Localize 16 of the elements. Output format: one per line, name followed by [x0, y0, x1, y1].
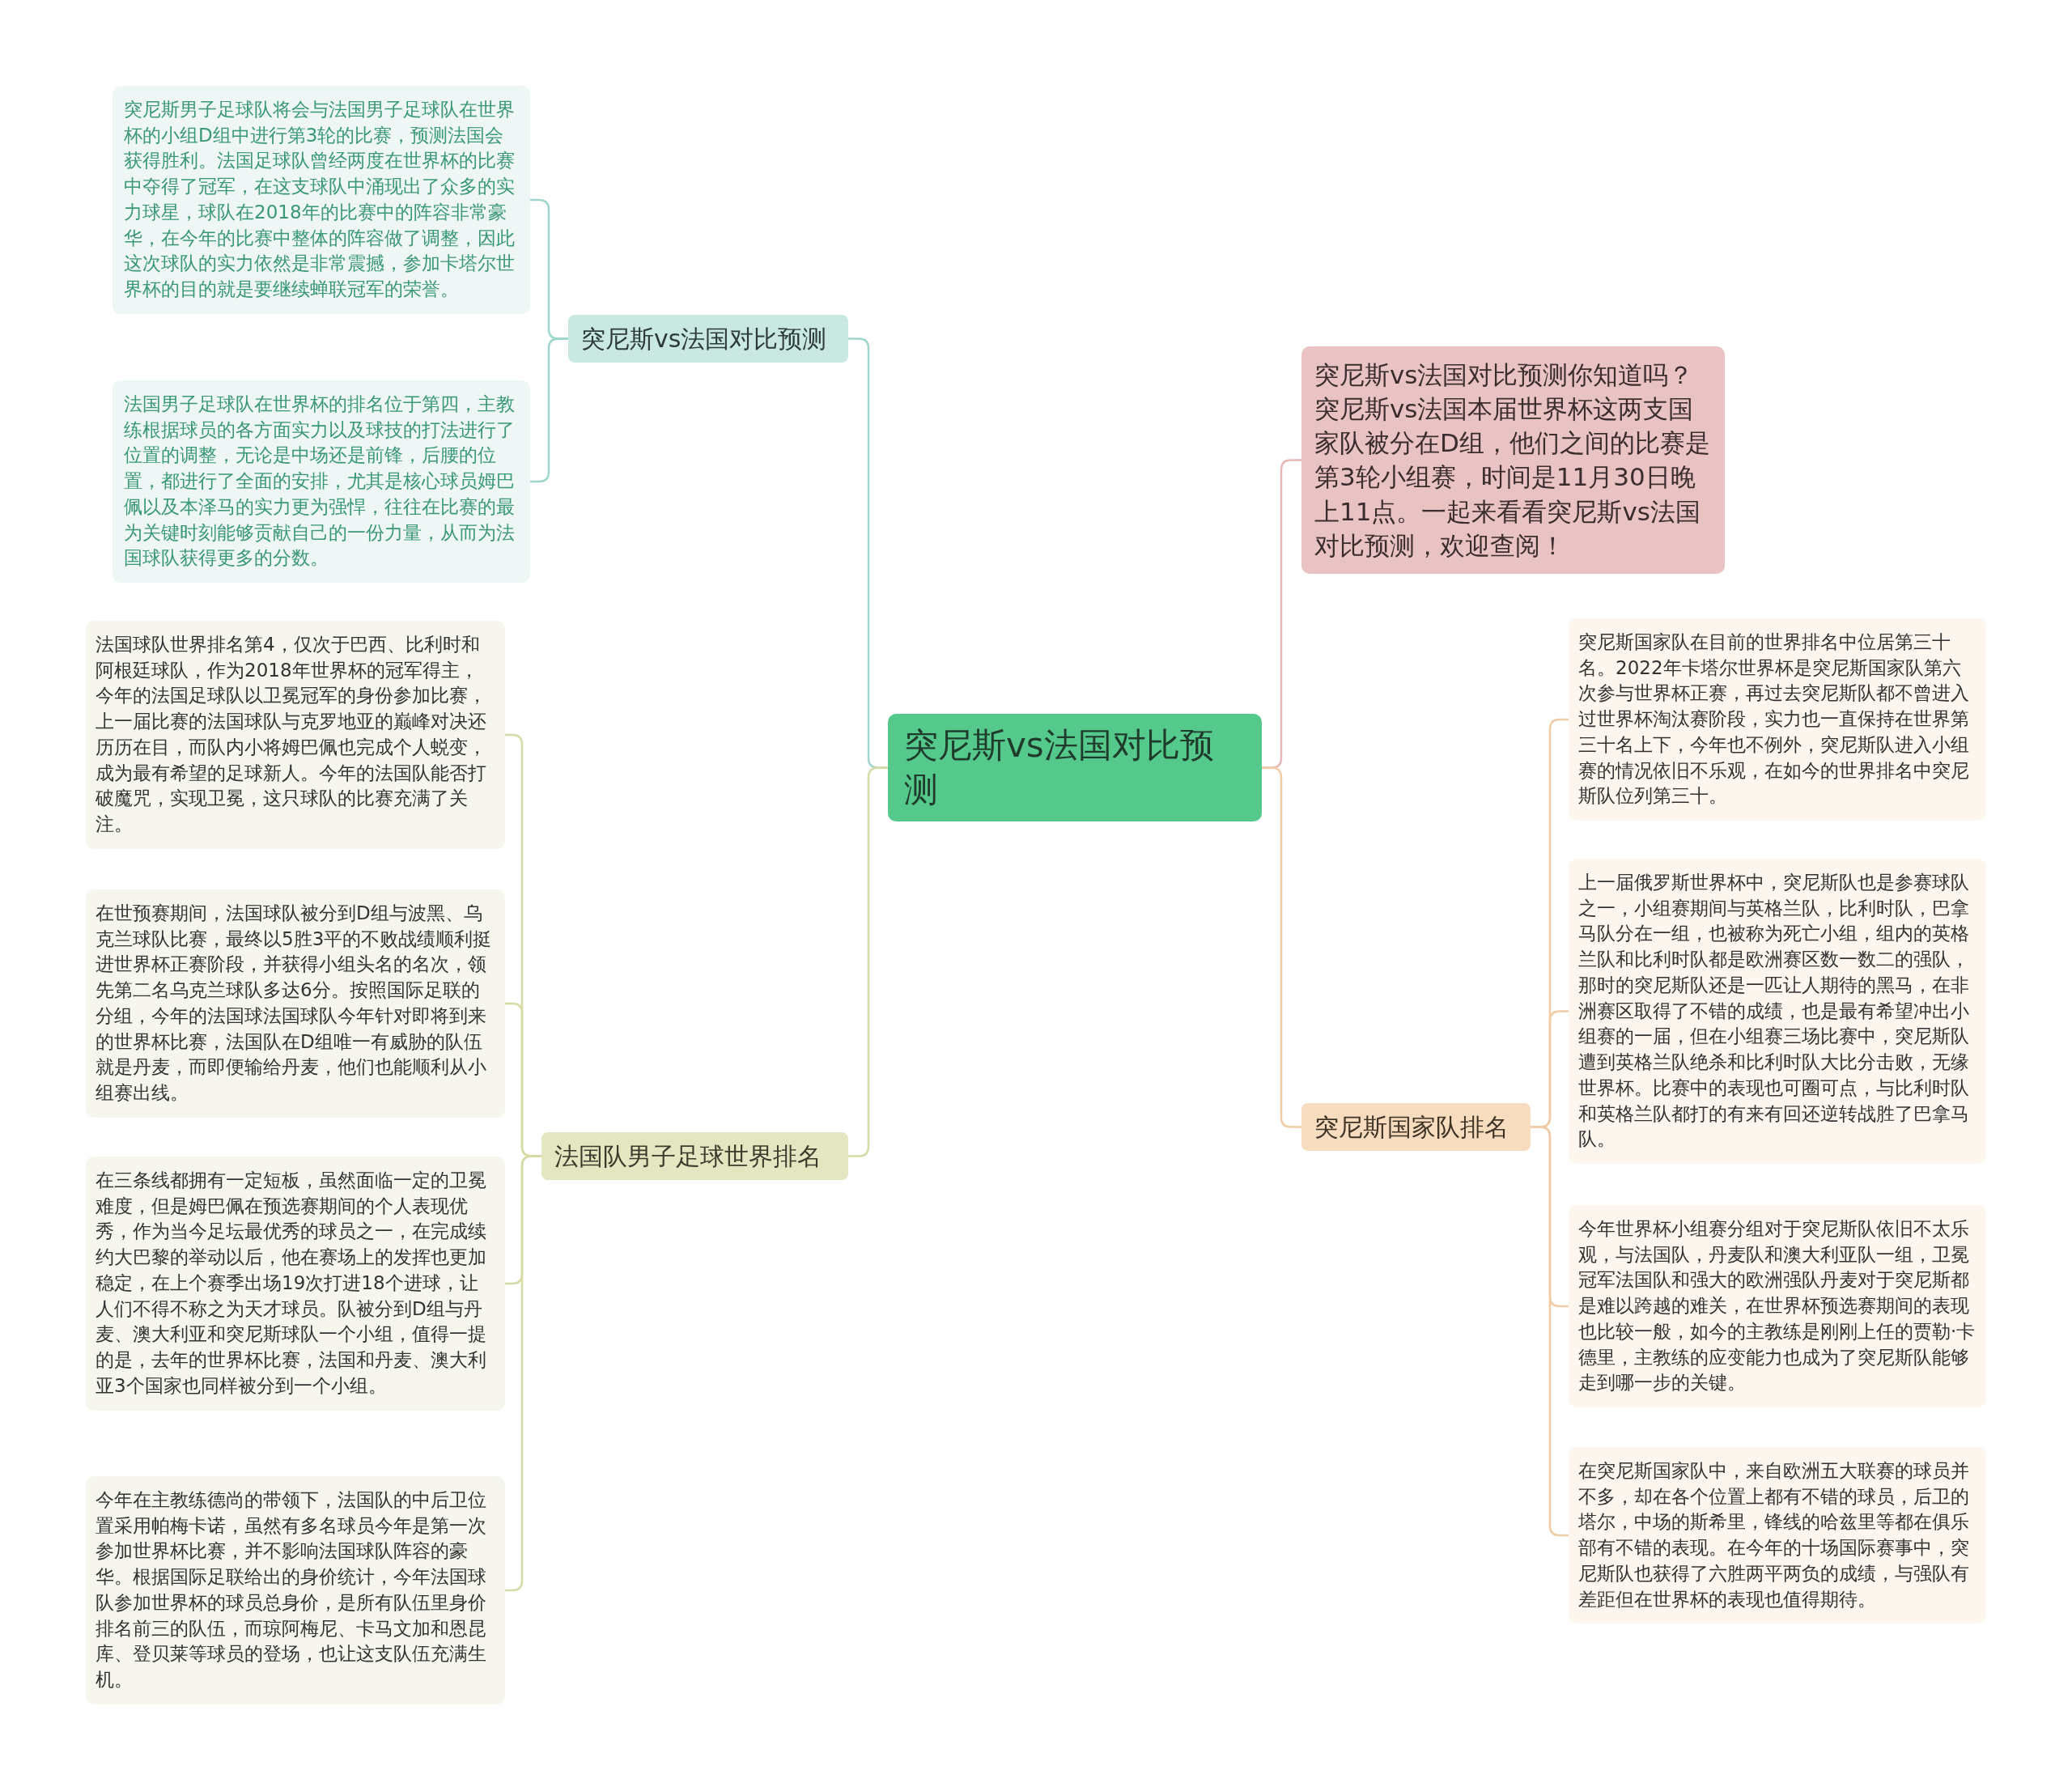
detail-note: 突尼斯国家队在目前的世界排名中位居第三十名。2022年卡塔尔世界杯是突尼斯国家队第六次参与世界杯正赛，再过去突尼斯队都不曾进入过世界杯淘汰赛阶段，实力也一直保持在世界第三十名上下，今年也不例外，突尼斯队进入小组赛的情况依旧不乐观，在如今的世界排名中突尼斯队位列第三十。 [1569, 618, 1986, 821]
detail-note: 在三条线都拥有一定短板，虽然面临一定的卫冕难度，但是姆巴佩在预选赛期间的个人表现优秀，作为当今足坛最优秀的球员之一，在完成续约大巴黎的举动以后，他在赛场上的发挥也更加稳定，在上个赛季出场19次打进18个进球，让人们不得不称之为天才球员。队被分到D组与丹麦、澳大利亚和突尼斯球队一个小组，值得一提的是，去年的世界杯比赛，法国和丹麦、澳大利亚3个国家也同样被分到一个小组。 [86, 1157, 505, 1411]
detail-note: 今年世界杯小组赛分组对于突尼斯队依旧不太乐观，与法国队，丹麦队和澳大利亚队一组，卫冕冠军法国队和强大的欧洲强队丹麦对于突尼斯都是难以跨越的难关，在世界杯预选赛期间的表现也比较一般，如今的主教练是刚刚上任的贾勒·卡德里，主教练的应变能力也成为了突尼斯队能够走到哪一步的关键。 [1569, 1205, 1986, 1408]
branch-topic: 突尼斯vs法国对比预测 [568, 315, 848, 363]
detail-note: 上一届俄罗斯世界杯中，突尼斯队也是参赛球队之一，小组赛期间与英格兰队，比利时队，巴拿马队分在一组，也被称为死亡小组，组内的英格兰队和比利时队都是欧洲赛区数一数二的强队，那时的突尼斯队还是一匹让人期待的黑马，在非洲赛区取得了不错的成绩，也是最有希望冲出小组赛的一届，但在小组赛三场比赛中，突尼斯队遭到英格兰队绝杀和比利时队大比分击败，无缘世界杯。比赛中的表现也可圈可点，与比利时队和英格兰队都打的有来有回还逆转战胜了巴拿马队。 [1569, 859, 1986, 1165]
detail-note: 法国球队世界排名第4，仅次于巴西、比利时和阿根廷球队，作为2018年世界杯的冠军得主，今年的法国足球队以卫冕冠军的身份参加比赛，上一届比赛的法国球队与克罗地亚的巅峰对决还历历在目，而队内小将姆巴佩也完成个人蜕变，成为最有希望的足球新人。今年的法国队能否打破魔咒，实现卫冕，这只球队的比赛充满了关注。 [86, 621, 505, 849]
detail-note: 今年在主教练德尚的带领下，法国队的中后卫位置采用帕梅卡诺，虽然有多名球员今年是第一次参加世界杯比赛，并不影响法国球队阵容的豪华。根据国际足联给出的身价统计，今年法国球队参加世界杯的球员总身价，是所有队伍里身价排名前三的队伍，而琼阿梅尼、卡马文加和恩昆库、登贝莱等球员的登场，也让这支队伍充满生机。 [86, 1476, 505, 1704]
branch-topic: 法国队男子足球世界排名 [541, 1132, 848, 1180]
intro-note: 突尼斯vs法国对比预测你知道吗？突尼斯vs法国本届世界杯这两支国家队被分在D组，他们之间的比赛是第3轮小组赛，时间是11月30日晚上11点。一起来看看突尼斯vs法国对比预测，欢迎查阅！ [1301, 346, 1725, 574]
detail-note: 在世预赛期间，法国球队被分到D组与波黑、乌克兰球队比赛，最终以5胜3平的不败战绩顺利挺进世界杯正赛阶段，并获得小组头名的名次，领先第二名乌克兰球队多达6分。按照国际足联的分组，今年的法国球法国球队今年针对即将到来的世界杯比赛，法国队在D组唯一有威胁的队伍就是丹麦，而即便输给丹麦，他们也能顺利从小组赛出线。 [86, 889, 505, 1118]
central-topic: 突尼斯vs法国对比预测 [888, 714, 1262, 822]
detail-note: 法国男子足球队在世界杯的排名位于第四，主教练根据球员的各方面实力以及球技的打法进行了位置的调整，无论是中场还是前锋，后腰的位置，都进行了全面的安排，尤其是核心球员姆巴佩以及本泽马的实力更为强悍，往往在比赛的最为关键时刻能够贡献自己的一份力量，从而为法国球队获得更多的分数。 [113, 380, 530, 584]
detail-note: 在突尼斯国家队中，来自欧洲五大联赛的球员并不多，却在各个位置上都有不错的球员，后卫的塔尔，中场的斯希里，锋线的哈兹里等都在俱乐部有不错的表现。在今年的十场国际赛事中，突尼斯队也获得了六胜两平两负的成绩，与强队有差距但在世界杯的表现也值得期待。 [1569, 1447, 1986, 1624]
connector-line [530, 337, 568, 483]
branch-topic: 突尼斯国家队排名 [1301, 1103, 1531, 1151]
detail-note: 突尼斯男子足球队将会与法国男子足球队在世界杯的小组D组中进行第3轮的比赛，预测法国会获得胜利。法国足球队曾经两度在世界杯的比赛中夺得了冠军，在这支球队中涌现出了众多的实力球星，球队在2018年的比赛中的阵容非常豪华，在今年的比赛中整体的阵容做了调整，因此这次球队的实力依然是非常震撼，参加卡塔尔世界杯的目的就是要继续蝉联冠军的荣誉。 [113, 86, 530, 314]
